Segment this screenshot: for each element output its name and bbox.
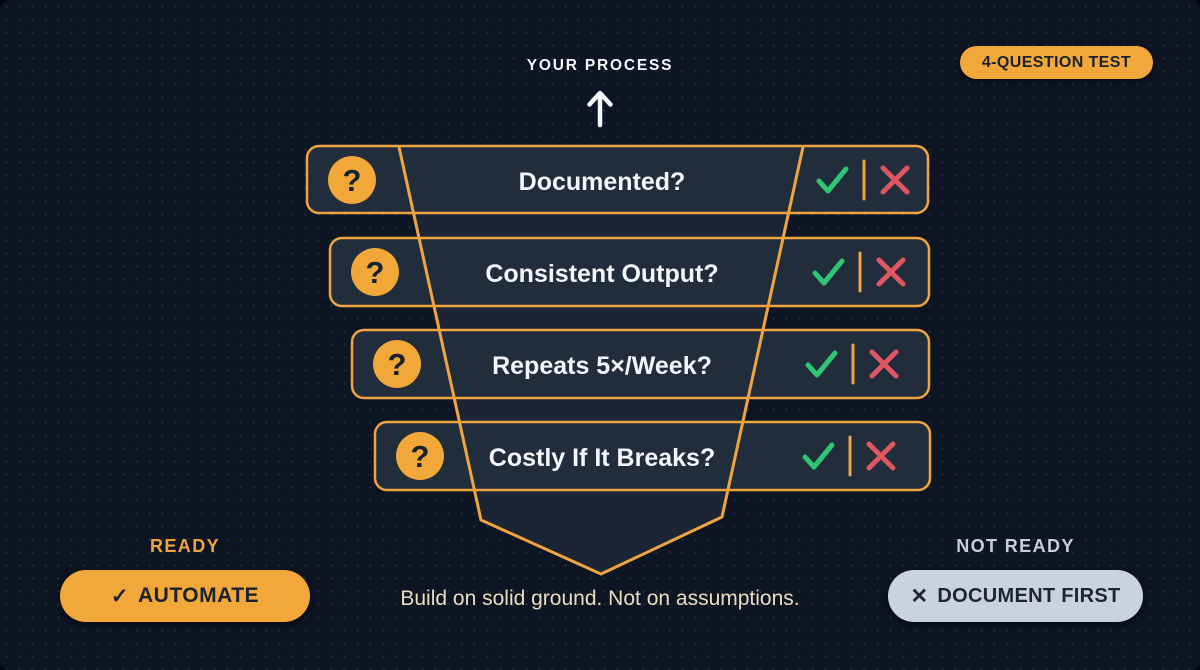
ready-label: READY	[149, 536, 220, 556]
question-row-panel	[350, 328, 931, 400]
question-label: Documented?	[519, 168, 686, 196]
x-icon[interactable]	[869, 349, 899, 379]
question-mark-glyph: ?	[343, 163, 362, 198]
question-mark-glyph: ?	[411, 439, 430, 474]
question-mark-glyph: ?	[388, 347, 407, 382]
x-icon[interactable]	[866, 441, 896, 471]
question-label: Consistent Output?	[485, 260, 718, 288]
x-icon: ✕	[910, 584, 929, 608]
check-icon[interactable]	[812, 258, 845, 286]
question-row: ? Costly If It Breaks?	[373, 420, 932, 492]
document-first-button-label: DOCUMENT FIRST	[937, 584, 1121, 607]
question-mark-glyph: ?	[366, 255, 385, 290]
document-first-button[interactable]: ✕ DOCUMENT FIRST	[888, 570, 1143, 622]
your-process-label: YOUR PROCESS	[526, 57, 674, 74]
question-row: ? Repeats 5×/Week?	[350, 328, 931, 400]
four-question-test-badge: 4-QUESTION TEST	[959, 46, 1153, 79]
tagline: Build on solid ground. Not on assumption…	[400, 587, 800, 610]
up-arrow-icon	[587, 90, 613, 128]
question-mark-icon	[373, 340, 421, 388]
x-icon[interactable]	[876, 257, 906, 287]
x-icon[interactable]	[880, 165, 910, 195]
question-label: Repeats 5×/Week?	[492, 352, 712, 380]
automate-button[interactable]: ✓ AUTOMATE	[60, 570, 310, 622]
question-row-panel	[373, 420, 932, 492]
check-icon[interactable]	[802, 442, 835, 470]
check-icon[interactable]	[816, 166, 849, 194]
question-mark-icon	[351, 248, 399, 296]
check-icon[interactable]	[805, 350, 838, 378]
question-mark-icon	[396, 432, 444, 480]
question-row: ? Documented?	[305, 144, 930, 215]
funnel-outline	[397, 145, 805, 576]
automate-button-label: AUTOMATE	[138, 584, 260, 607]
question-mark-icon	[328, 156, 376, 204]
not-ready-label: NOT READY	[956, 536, 1075, 556]
check-icon: ✓	[110, 584, 130, 608]
question-row-panel	[305, 144, 930, 215]
question-label: Costly If It Breaks?	[489, 444, 715, 472]
